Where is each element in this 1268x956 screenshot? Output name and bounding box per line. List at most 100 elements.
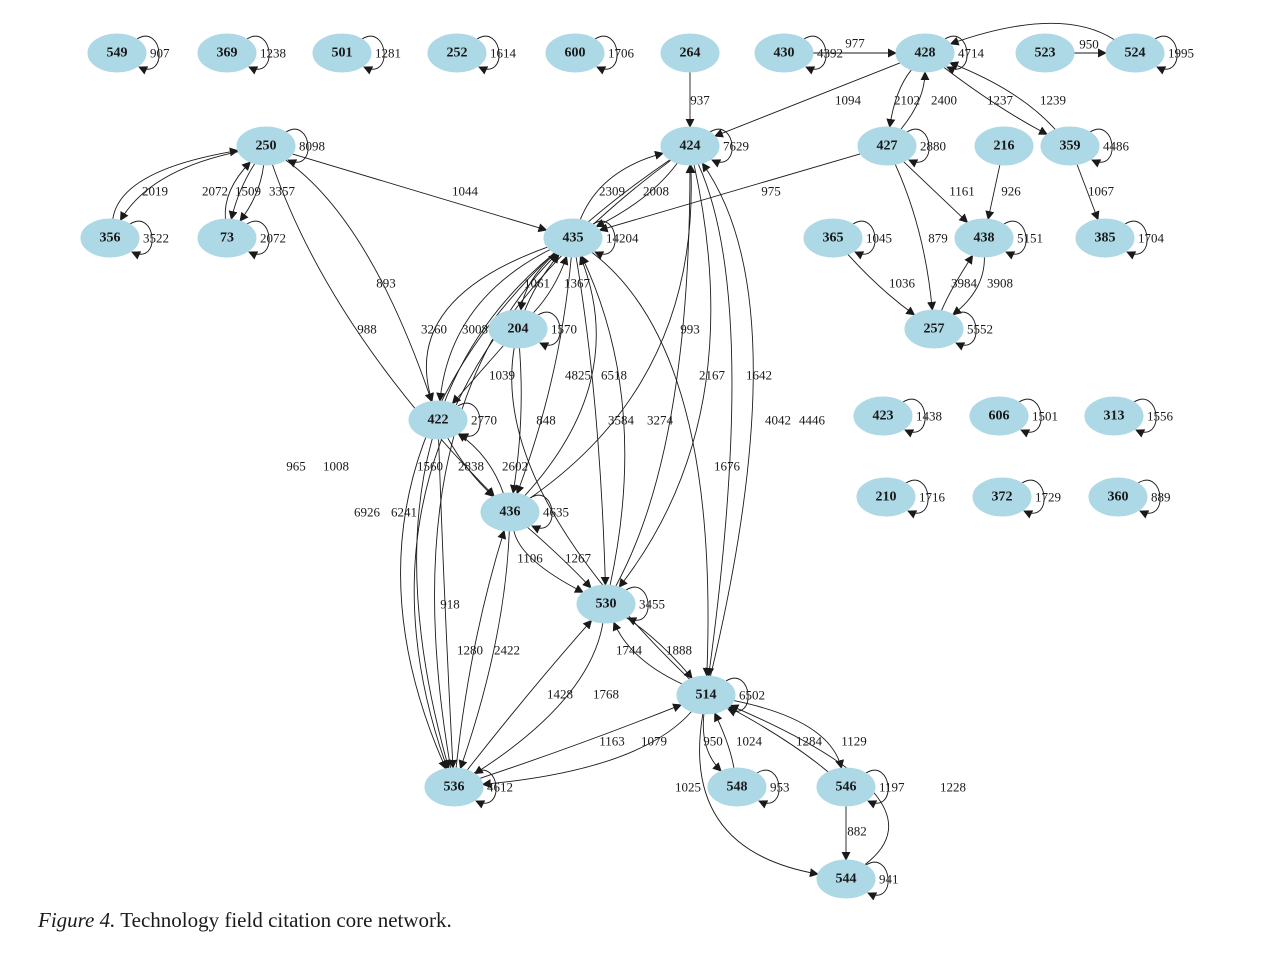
edge-label-436-to-424: 993 (680, 322, 700, 337)
self-loop-label-435: 14204 (606, 231, 639, 246)
edge-label-435-to-422: 3260 (421, 322, 447, 337)
edge-label-436-to-422: 2602 (502, 459, 528, 474)
self-loop-label-385: 1704 (1138, 231, 1165, 246)
node-label-435: 435 (563, 231, 584, 246)
self-loop-label-210: 1716 (919, 490, 946, 505)
edge-label-436-to-536: 2422 (494, 643, 520, 658)
node-546: 546 (817, 768, 875, 806)
edge-label-536-to-530: 1428 (547, 687, 573, 702)
node-label-365: 365 (823, 231, 844, 246)
node-label-427: 427 (877, 139, 898, 154)
edge-label-428-to-424: 1094 (835, 93, 862, 108)
edge-label-436-to-435: 6518 (601, 368, 627, 383)
edge-label-435-to-436: 4825 (565, 368, 591, 383)
figure-caption-label: Figure 4. (38, 908, 115, 932)
node-label-428: 428 (915, 46, 936, 61)
edge-label-427-to-435: 975 (761, 184, 781, 199)
edge-label-359-to-385: 1067 (1088, 184, 1115, 199)
edge-label-530-to-514: 1888 (666, 643, 692, 658)
edge-label-514-to-424: 4446 (799, 413, 826, 428)
node-label-210: 210 (876, 490, 897, 505)
edge-label-427-to-428: 2400 (931, 93, 957, 108)
edge-label-523-to-524: 950 (1079, 37, 1099, 52)
edge-label-544-to-514: 1228 (940, 780, 966, 795)
self-loop-label-428: 4714 (958, 46, 985, 61)
edge-250-to-422 (286, 160, 432, 402)
node-label-423: 423 (873, 409, 894, 424)
node-606: 606 (970, 397, 1028, 435)
node-428: 428 (896, 34, 954, 72)
node-label-546: 546 (836, 780, 857, 795)
edge-label-424-to-536: 965 (286, 459, 306, 474)
node-label-514: 514 (696, 688, 717, 703)
self-loop-label-360: 889 (1151, 490, 1171, 505)
node-438: 438 (955, 219, 1013, 257)
nodes-layer: 5493695012526002644304285235242504244272… (81, 34, 1164, 898)
node-label-430: 430 (774, 46, 795, 61)
node-427: 427 (858, 127, 916, 165)
node-544: 544 (817, 860, 875, 898)
edge-label-536-to-435: 6241 (391, 505, 417, 520)
self-loop-label-359: 4486 (1103, 139, 1130, 154)
node-label-356: 356 (100, 231, 121, 246)
edge-label-514-to-536: 1079 (641, 734, 667, 749)
edge-label-536-to-436: 1280 (457, 643, 483, 658)
edge-label-546-to-544: 882 (847, 824, 867, 839)
edge-424-to-530 (619, 165, 711, 587)
node-label-250: 250 (256, 139, 277, 154)
edge-label-257-to-438: 3984 (951, 276, 978, 291)
edge-514-to-424 (702, 163, 753, 676)
edge-labels-layer: 9379779501094210224001237123910679261161… (142, 36, 1194, 887)
node-label-385: 385 (1095, 231, 1116, 246)
edge-label-359-to-428: 1239 (1040, 93, 1066, 108)
edge-435-to-530 (576, 257, 605, 585)
edge-label-514-to-530: 1744 (616, 643, 643, 658)
node-530: 530 (577, 585, 635, 623)
self-loop-label-524: 1995 (1168, 46, 1194, 61)
node-385: 385 (1076, 219, 1134, 257)
node-label-549: 549 (107, 46, 128, 61)
self-loop-label-544: 941 (879, 872, 899, 887)
edge-label-204-to-436: 848 (536, 413, 556, 428)
node-210: 210 (857, 478, 915, 516)
edge-label-428-to-359: 1237 (987, 93, 1014, 108)
self-loop-label-600: 1706 (608, 46, 635, 61)
self-loop-label-250: 8098 (299, 139, 325, 154)
edge-250-to-435 (292, 154, 546, 230)
node-264: 264 (661, 34, 719, 72)
self-loop-label-546: 1197 (879, 780, 905, 795)
node-label-436: 436 (500, 505, 521, 520)
node-501: 501 (313, 34, 371, 72)
edge-label-250-to-435: 1044 (452, 184, 479, 199)
self-loop-label-252: 1614 (490, 46, 517, 61)
node-label-369: 369 (217, 46, 238, 61)
node-523: 523 (1016, 34, 1074, 72)
node-label-257: 257 (924, 322, 945, 337)
node-250: 250 (237, 127, 295, 165)
self-loop-label-430: 4392 (817, 46, 843, 61)
edge-label-536-to-514: 1163 (599, 734, 625, 749)
edge-label-530-to-424: 2167 (699, 368, 726, 383)
node-label-359: 359 (1060, 139, 1081, 154)
self-loop-label-548: 953 (770, 780, 790, 795)
node-424: 424 (661, 127, 719, 165)
citation-network-graph: 5493695012526002644304285235242504244272… (0, 0, 1268, 900)
node-73: 73 (198, 219, 256, 257)
node-label-372: 372 (992, 490, 1013, 505)
node-label-438: 438 (974, 231, 995, 246)
self-loop-label-423: 1438 (916, 409, 942, 424)
node-label-216: 216 (994, 139, 1015, 154)
node-label-264: 264 (680, 46, 701, 61)
node-313: 313 (1085, 397, 1143, 435)
edge-label-430-to-428: 977 (845, 36, 865, 51)
edge-label-73-to-250: 2072 (202, 184, 228, 199)
self-loop-label-427: 2880 (920, 139, 946, 154)
node-257: 257 (905, 310, 963, 348)
node-436: 436 (481, 493, 539, 531)
self-loop-label-365: 1045 (866, 231, 892, 246)
edge-label-427-to-257: 879 (928, 231, 948, 246)
edge-label-424-to-435: 2008 (643, 184, 669, 199)
edge-label-436-to-530: 1267 (565, 551, 592, 566)
edge-label-204-to-435: 1367 (564, 276, 591, 291)
edge-label-514-to-435: 1560 (417, 459, 443, 474)
